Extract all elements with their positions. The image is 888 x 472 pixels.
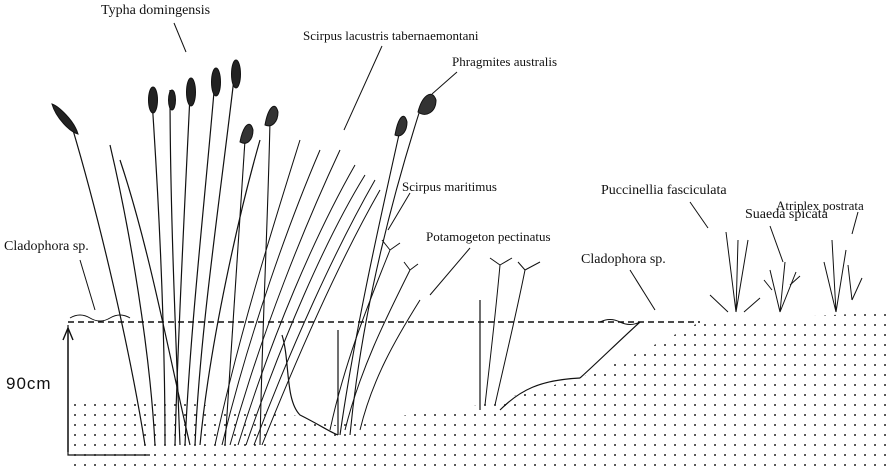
cladophora-mats	[70, 315, 640, 325]
label-atriplex-postrata-visible: Atriplex postrata	[776, 199, 864, 212]
scirpus-lacustris-stems	[215, 140, 380, 445]
label-typha-domingensis: Typha domingensis	[101, 4, 210, 18]
typha-spikes	[52, 60, 241, 134]
label-cladophora-right: Cladophora sp.	[581, 253, 666, 267]
label-cladophora-left: Cladophora sp.	[4, 240, 89, 254]
label-puccinellia-fasciculata: Puccinellia fasciculata	[601, 184, 727, 198]
depth-scale-label: 90cm	[6, 375, 52, 392]
puccinellia-fasciculata	[710, 232, 760, 312]
atriplex-postrata	[824, 240, 862, 312]
potamogeton-pectinatus	[485, 258, 540, 405]
label-phragmites-australis: Phragmites australis	[452, 55, 557, 68]
suaeda-spicata	[764, 262, 800, 312]
label-scirpus-lacustris: Scirpus lacustris tabernaemontani	[303, 29, 478, 42]
scirpus-maritimus	[330, 240, 420, 430]
label-potamogeton-pectinatus: Potamogeton pectinatus	[426, 230, 551, 243]
label-scirpus-maritimus: Scirpus maritimus	[402, 180, 497, 193]
typha-plants	[70, 70, 260, 445]
